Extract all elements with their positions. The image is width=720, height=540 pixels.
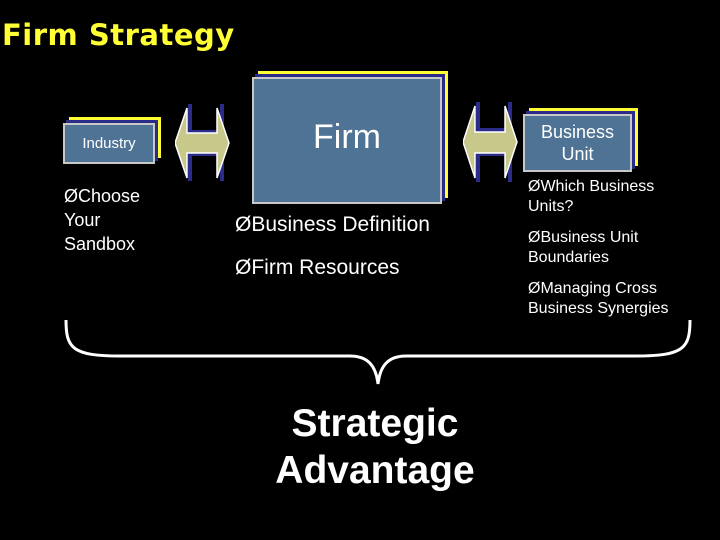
industry-box-label: Industry [82,135,136,152]
business-unit-bullet-list: ØWhich Business Units? ØBusiness Unit Bo… [528,177,698,330]
curly-brace-icon [64,319,692,385]
slide-title: Firm Strategy [2,18,235,52]
list-item: ØWhich Business Units? [528,178,655,215]
list-item: ØManaging Cross Business Synergies [528,280,669,317]
list-item: Sandbox [64,234,136,254]
firm-bullet-business-definition: ØBusiness Definition [235,213,430,236]
list-item: ØBusiness Unit Boundaries [528,229,639,266]
strategic-advantage-label: Strategic Advantage [275,402,475,492]
firm-bullet-firm-resources: ØFirm Resources [235,256,400,279]
business-unit-box: Business Unit [523,114,632,172]
industry-bullet-list: ØChoose Your Sandbox [64,184,140,256]
list-item: ØChoose [64,186,141,206]
double-arrow-icon-left [175,104,230,181]
business-unit-box-label: Business Unit [540,122,615,164]
firm-box-label: Firm [313,118,381,156]
firm-box: Firm [252,77,442,204]
industry-box: Industry [63,123,155,164]
double-arrow-icon-right [463,102,518,182]
list-item: Your [64,210,101,230]
